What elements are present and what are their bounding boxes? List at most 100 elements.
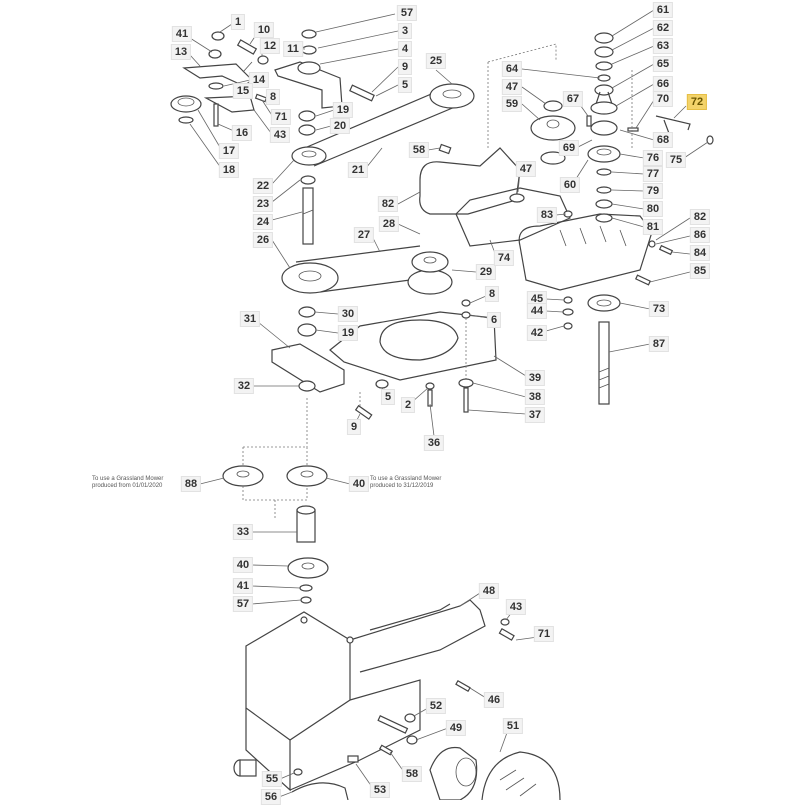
part-label-76[interactable]: 76 [642, 150, 664, 166]
part-label-38[interactable]: 38 [524, 389, 546, 405]
leader-lines [189, 9, 709, 798]
part-label-42[interactable]: 42 [526, 325, 548, 341]
part-label-73[interactable]: 73 [648, 301, 670, 317]
part-label-77[interactable]: 77 [642, 166, 664, 182]
part-label-31[interactable]: 31 [239, 311, 261, 327]
part-label-67[interactable]: 67 [562, 91, 584, 107]
part-label-72[interactable]: 72 [686, 94, 708, 110]
part-label-4[interactable]: 4 [397, 41, 413, 57]
part-label-70[interactable]: 70 [652, 91, 674, 107]
part-label-53[interactable]: 53 [369, 782, 391, 798]
part-label-40[interactable]: 40 [232, 557, 254, 573]
part-label-52[interactable]: 52 [425, 698, 447, 714]
part-label-75[interactable]: 75 [665, 152, 687, 168]
part-label-17[interactable]: 17 [218, 143, 240, 159]
part-label-51[interactable]: 51 [502, 718, 524, 734]
pulley-tensioner-group [170, 31, 269, 127]
part-label-20[interactable]: 20 [329, 118, 351, 134]
part-label-71[interactable]: 71 [270, 109, 292, 125]
part-label-58[interactable]: 58 [408, 142, 430, 158]
part-label-61[interactable]: 61 [652, 2, 674, 18]
part-label-24[interactable]: 24 [252, 214, 274, 230]
part-label-57[interactable]: 57 [396, 5, 418, 21]
part-label-5[interactable]: 5 [397, 77, 413, 93]
part-label-9[interactable]: 9 [397, 59, 413, 75]
part-label-44[interactable]: 44 [526, 303, 548, 319]
part-label-43[interactable]: 43 [269, 127, 291, 143]
part-label-87[interactable]: 87 [648, 336, 670, 352]
part-label-22[interactable]: 22 [252, 178, 274, 194]
chassis-frame [233, 599, 515, 800]
part-label-82[interactable]: 82 [689, 209, 711, 225]
part-label-21[interactable]: 21 [347, 162, 369, 178]
part-label-6[interactable]: 6 [486, 312, 502, 328]
part-label-64[interactable]: 64 [501, 61, 523, 77]
part-label-33[interactable]: 33 [232, 524, 254, 540]
part-label-40[interactable]: 40 [348, 476, 370, 492]
part-label-10[interactable]: 10 [253, 22, 275, 38]
part-label-59[interactable]: 59 [501, 96, 523, 112]
lower-belt-drive [281, 245, 453, 295]
part-label-3[interactable]: 3 [397, 23, 413, 39]
part-label-55[interactable]: 55 [261, 771, 283, 787]
part-label-15[interactable]: 15 [232, 83, 254, 99]
part-label-85[interactable]: 85 [689, 263, 711, 279]
part-label-18[interactable]: 18 [218, 162, 240, 178]
part-label-12[interactable]: 12 [259, 38, 281, 54]
part-label-81[interactable]: 81 [642, 219, 664, 235]
part-label-58[interactable]: 58 [401, 766, 423, 782]
part-label-13[interactable]: 13 [170, 44, 192, 60]
part-label-68[interactable]: 68 [652, 132, 674, 148]
part-label-43[interactable]: 43 [505, 599, 527, 615]
gear-stack [530, 32, 714, 223]
part-label-86[interactable]: 86 [689, 227, 711, 243]
part-label-23[interactable]: 23 [252, 196, 274, 212]
part-label-5[interactable]: 5 [380, 389, 396, 405]
part-label-36[interactable]: 36 [423, 435, 445, 451]
part-label-62[interactable]: 62 [652, 20, 674, 36]
part-label-49[interactable]: 49 [445, 720, 467, 736]
part-label-16[interactable]: 16 [231, 125, 253, 141]
part-label-25[interactable]: 25 [425, 53, 447, 69]
part-label-41[interactable]: 41 [232, 578, 254, 594]
part-label-71[interactable]: 71 [533, 626, 555, 642]
part-label-8[interactable]: 8 [265, 89, 281, 105]
part-label-8[interactable]: 8 [484, 286, 500, 302]
part-label-29[interactable]: 29 [475, 264, 497, 280]
part-label-83[interactable]: 83 [536, 207, 558, 223]
part-label-46[interactable]: 46 [483, 692, 505, 708]
part-label-28[interactable]: 28 [378, 216, 400, 232]
part-label-60[interactable]: 60 [559, 177, 581, 193]
part-label-47[interactable]: 47 [515, 161, 537, 177]
part-label-11[interactable]: 11 [283, 41, 303, 57]
gearbox-housing [419, 143, 653, 291]
part-label-57[interactable]: 57 [232, 596, 254, 612]
part-label-74[interactable]: 74 [493, 250, 515, 266]
part-label-9[interactable]: 9 [346, 419, 362, 435]
part-label-39[interactable]: 39 [524, 370, 546, 386]
part-label-66[interactable]: 66 [652, 76, 674, 92]
part-label-19[interactable]: 19 [337, 325, 359, 341]
note-left: To use a Grassland Mower produced from 0… [92, 476, 164, 489]
part-label-1[interactable]: 1 [230, 14, 246, 30]
part-label-79[interactable]: 79 [642, 183, 664, 199]
part-label-2[interactable]: 2 [400, 397, 416, 413]
part-label-26[interactable]: 26 [252, 232, 274, 248]
part-label-41[interactable]: 41 [171, 26, 193, 42]
part-label-47[interactable]: 47 [501, 79, 523, 95]
part-label-14[interactable]: 14 [248, 72, 270, 88]
part-label-65[interactable]: 65 [652, 56, 674, 72]
part-label-27[interactable]: 27 [353, 227, 375, 243]
part-label-32[interactable]: 32 [233, 378, 255, 394]
part-label-80[interactable]: 80 [642, 201, 664, 217]
part-label-56[interactable]: 56 [260, 789, 282, 805]
part-label-84[interactable]: 84 [689, 245, 711, 261]
part-label-69[interactable]: 69 [558, 140, 580, 156]
part-label-88[interactable]: 88 [180, 476, 202, 492]
part-label-37[interactable]: 37 [524, 407, 546, 423]
part-label-48[interactable]: 48 [478, 583, 500, 599]
part-label-30[interactable]: 30 [337, 306, 359, 322]
part-label-63[interactable]: 63 [652, 38, 674, 54]
part-label-82[interactable]: 82 [377, 196, 399, 212]
part-label-19[interactable]: 19 [332, 102, 354, 118]
